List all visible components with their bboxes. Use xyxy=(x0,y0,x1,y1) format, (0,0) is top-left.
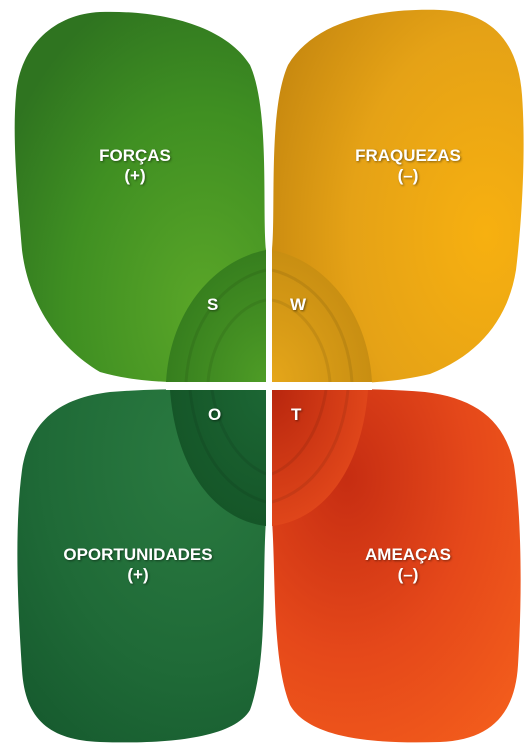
forcas-sign: (+) xyxy=(124,166,146,185)
oportunidades-sign: (+) xyxy=(127,565,149,584)
forcas-label: FORÇAS (+) xyxy=(60,146,210,186)
forcas-title: FORÇAS xyxy=(99,146,171,165)
cap-t xyxy=(272,390,368,526)
oportunidades-label: OPORTUNIDADES (+) xyxy=(48,545,228,585)
ameacas-title: AMEAÇAS xyxy=(365,545,451,564)
fraquezas-label: FRAQUEZAS (–) xyxy=(333,146,483,186)
letter-o: O xyxy=(208,405,222,424)
oportunidades-title: OPORTUNIDADES xyxy=(63,545,213,564)
ameacas-sign: (–) xyxy=(397,565,419,584)
letter-s: S xyxy=(207,295,219,314)
cap-o xyxy=(170,390,266,526)
fraquezas-title: FRAQUEZAS xyxy=(355,146,461,165)
letter-t: T xyxy=(291,405,302,424)
cap-s xyxy=(166,250,266,382)
ameacas-label: AMEAÇAS (–) xyxy=(333,545,483,585)
fraquezas-sign: (–) xyxy=(397,166,419,185)
letter-w: W xyxy=(290,295,307,314)
cap-w xyxy=(272,250,372,382)
